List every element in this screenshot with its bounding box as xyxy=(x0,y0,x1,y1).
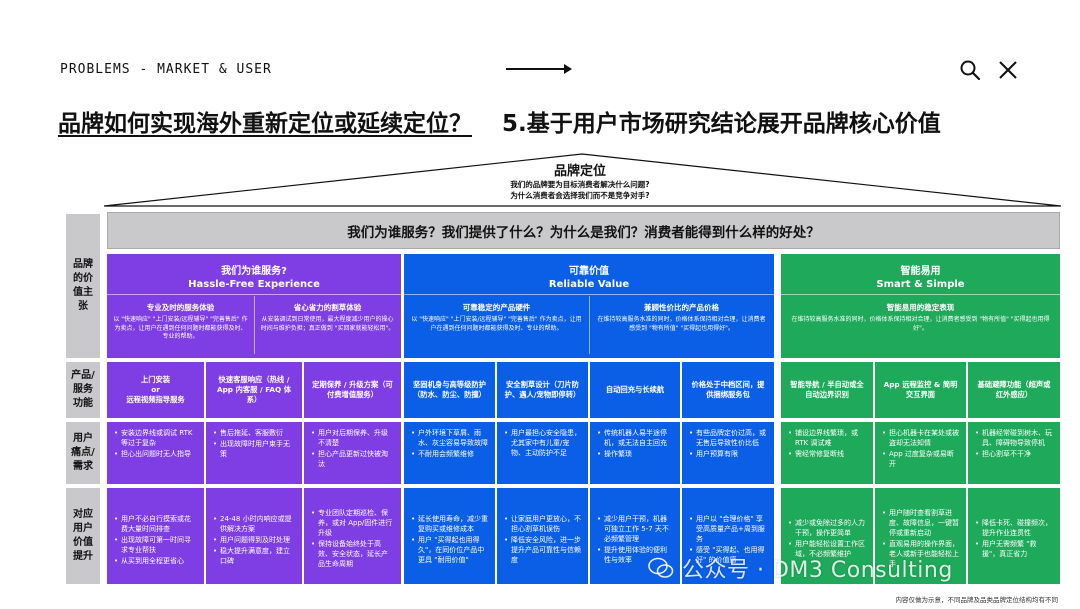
roof-title: 品牌定位 xyxy=(553,164,606,179)
pain-cell: 户外环境下草屑、雨水、灰尘容易导致故障不耐用会频繁维修 xyxy=(404,422,495,484)
headline-question: 品牌如何实现海外重新定位或延续定位？ xyxy=(58,111,472,137)
features-row-blue: 坚固机身与高等级防护（防水、防尘、防撞） 安全割草设计（刀片防护、遇人/宠物即停… xyxy=(404,362,774,418)
pain-cell: 有些品牌定价过高，或无售后导致性价比低用户预算有限 xyxy=(682,422,774,484)
roof-line-2: 为什么消费者会选择我们而不是竞争对手? xyxy=(510,191,650,200)
arrow-right-icon xyxy=(506,64,572,74)
feature-cell: 价格处于中档区间，提供捆绑服务包 xyxy=(682,362,774,418)
feature-cell: 快速客服响应（热线 / App 内客服 / FAQ 体系） xyxy=(206,362,302,418)
value-cell: 24-48 小时内响应或提供解决方案用户问题得到及时处理稳大提升满意度，建立口碑 xyxy=(206,488,302,584)
pain-cell: 机器经常碰到树木、玩具、障碍物导致停机担心割草不干净 xyxy=(968,422,1060,484)
column-smart-simple: 智能易用 Smart & Simple 智能易用的稳定表现 在维持较高服务水准的… xyxy=(781,254,1060,358)
pains-row-blue: 户外环境下草屑、雨水、灰尘容易导致故障不耐用会频繁维修 用户最担心安全隐患，尤其… xyxy=(404,422,774,484)
features-row-green: 智能导航 / 半自动或全自动边界识别 App 远程监控 & 简明交互界面 基础避… xyxy=(781,362,1060,418)
pain-cell: 售后拖延、客服敷衍出现故障时用户束手无策 xyxy=(206,422,302,484)
feature-cell: 坚固机身与高等级防护（防水、防尘、防撞） xyxy=(404,362,495,418)
column-title: 可靠价值 xyxy=(569,266,609,277)
sub-value: 兼顾性价比的产品价格 在维持较高服务水准的同时，价格体系保持相对合理，让消费者感… xyxy=(597,303,766,332)
value-cell: 让家庭用户更放心，不担心割草机误伤降低安全风险，进一步提升产品可靠性与信赖度 xyxy=(497,488,588,584)
column-hassle-free: 我们为谁服务? Hassle-Free Experience 专业及时的服务体验… xyxy=(107,254,401,358)
roof-line-1: 我们的品牌要为目标消费者解决什么问题? xyxy=(510,180,650,189)
feature-cell: 自动回充与长续航 xyxy=(590,362,680,418)
sub-value: 智能易用的稳定表现 在维持较高服务水准的同时，价格体系保持相对合理，让消费者感受… xyxy=(791,303,1050,332)
pains-row-purple: 安装边界线或调试 RTK 等过于复杂担心出问题时无人指导 售后拖延、客服敷衍出现… xyxy=(107,422,401,484)
feature-cell: 安全割草设计（刀片防护、遇人/宠物即停转） xyxy=(497,362,588,418)
values-row-green: 减少或免除过多的人力干预，操作更简单用户能轻松设置工作区域，不必频繁维护 用户随… xyxy=(781,488,1060,584)
pain-cell: 用户对后期保养、升级不清楚担心产品更新过快被淘汰 xyxy=(304,422,401,484)
value-cell: 专业团队定期巡检、保养，或对 App/固件进行升级保持设备始终处于高效、安全状态… xyxy=(304,488,401,584)
column-reliable-value: 可靠价值 Reliable Value 可靠稳定的产品硬件 以 "快速响应" "… xyxy=(404,254,774,358)
feature-cell: 智能导航 / 半自动或全自动边界识别 xyxy=(781,362,873,418)
value-cell: 用户以 "合理价格" 享受高质量产品+周到服务感受 "买得起、也用得好" 的价值… xyxy=(682,488,774,584)
pain-cell: 传统机器人易半途停机，或无法自主回充操作繁琐 xyxy=(590,422,680,484)
watermark: 公众号 · DM3 Consulting xyxy=(648,552,953,584)
values-row-blue: 延长使用寿命，减少重复购买或维修成本用户 "买得起也用得久"，在同价位产品中更具… xyxy=(404,488,774,584)
feature-cell: 定期保养 / 升级方案（可付费增值服务） xyxy=(304,362,401,418)
core-question-banner: 我们为谁服务？我们提供了什么？为什么是我们？消费者能得到什么样的好处？ xyxy=(107,212,1060,249)
features-row-purple: 上门安装 or 远程视频指导服务 快速客服响应（热线 / App 内客服 / F… xyxy=(107,362,401,418)
roof-shape xyxy=(104,153,1061,207)
close-icon[interactable] xyxy=(996,58,1020,82)
column-subtitle: Reliable Value xyxy=(548,279,630,290)
row-label-pain-points: 用户痛点/需求 xyxy=(66,422,100,484)
sub-value: 可靠稳定的产品硬件 以 "快速响应" "上门安装/远程辅导" "完善售后" 作为… xyxy=(411,303,582,332)
values-row-purple: 用户不必自行摸索或花费大量时间排查出现故障可第一时间寻求专业帮扶从买到用全程更省… xyxy=(107,488,401,584)
pain-cell: 安装边界线或调试 RTK 等过于复杂担心出问题时无人指导 xyxy=(107,422,204,484)
feature-cell: 基础避障功能（超声或红外感应） xyxy=(968,362,1060,418)
column-title: 智能易用 xyxy=(900,266,941,277)
value-cell: 减少或免除过多的人力干预，操作更简单用户能轻松设置工作区域，不必频繁维护 xyxy=(781,488,873,584)
sub-value: 专业及时的服务体验 以 "快速响应" "上门安装/远程辅导" "完善售后" 作为… xyxy=(113,303,248,340)
page-title: 品牌如何实现海外重新定位或延续定位？ 5.基于用户市场研究结论展开品牌核心价值 xyxy=(58,104,941,138)
wechat-icon xyxy=(648,557,674,578)
pains-row-green: 铺设边界线繁琐，或 RTK 调试难需经常修复断线 担心机器卡在某处或被盗却无法知… xyxy=(781,422,1060,484)
value-cell: 降低卡死、碰撞频次，提升作业连贯性用户无需频繁 "救援"，真正省力 xyxy=(968,488,1060,584)
feature-cell: App 远程监控 & 简明交互界面 xyxy=(875,362,966,418)
pain-cell: 担心机器卡在某处或被盗却无法知情App 过度复杂或易断开 xyxy=(875,422,966,484)
value-cell: 用户随时查看割草进度、故障信息，一键暂停或重新启动直观易用的操作界面，老人或新手… xyxy=(875,488,966,584)
row-label-value-proposition: 品牌的价值主张 xyxy=(66,214,100,358)
row-label-features: 产品/服务功能 xyxy=(66,362,100,418)
feature-cell: 上门安装 or 远程视频指导服务 xyxy=(107,362,204,418)
brand-positioning-roof: 品牌定位 我们的品牌要为目标消费者解决什么问题? 为什么消费者会选择我们而不是竞… xyxy=(430,160,730,201)
column-title: 我们为谁服务? xyxy=(221,266,287,277)
top-bar: PROBLEMS - MARKET & USER xyxy=(60,58,1020,82)
pain-cell: 用户最担心安全隐患，尤其家中有儿童/宠物、主动防护不足 xyxy=(497,422,588,484)
value-cell: 延长使用寿命，减少重复购买或维修成本用户 "买得起也用得久"，在同价位产品中更具… xyxy=(404,488,495,584)
row-label-value-uplift: 对应用户价值提升 xyxy=(66,488,100,584)
watermark-text: 公众号 · DM3 Consulting xyxy=(682,558,953,583)
sub-value: 省心省力的割草体验 从安装调试到日常使用，最大程度减少用户的操心时间与维护负担；… xyxy=(260,303,395,332)
value-cell: 用户不必自行摸索或花费大量时间排查出现故障可第一时间寻求专业帮扶从买到用全程更省… xyxy=(107,488,204,584)
column-subtitle: Smart & Simple xyxy=(876,279,965,290)
section-eyebrow: PROBLEMS - MARKET & USER xyxy=(60,62,272,77)
footnote: 内容仅做为示意，不同品牌及品类品牌定位结构均有不同 xyxy=(895,596,1059,604)
search-icon[interactable] xyxy=(958,58,982,82)
column-subtitle: Hassle-Free Experience xyxy=(188,279,320,290)
value-cell: 减少用户干预，机器可独立工作 5-7 天不必频繁管理提升使用体验的便利性与效率 xyxy=(590,488,680,584)
pain-cell: 铺设边界线繁琐，或 RTK 调试难需经常修复断线 xyxy=(781,422,873,484)
headline-section: 5.基于用户市场研究结论展开品牌核心价值 xyxy=(502,111,941,137)
